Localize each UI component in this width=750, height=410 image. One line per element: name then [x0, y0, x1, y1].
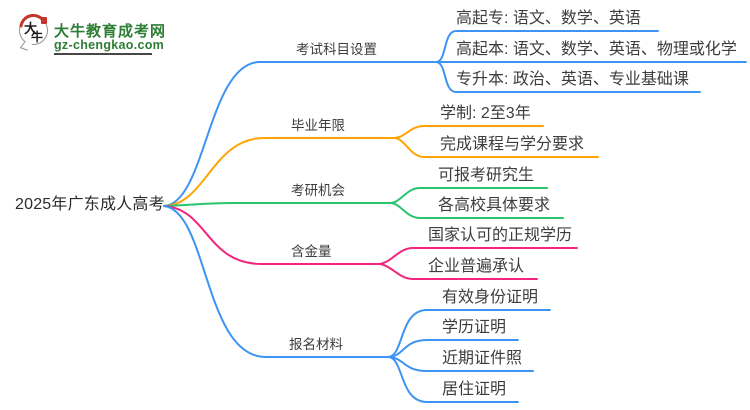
child-label-gaoqizhuan-subjects: 高起专: 语文、数学、英语 [456, 10, 641, 27]
child-label-study-length: 学制: 2至3年 [440, 105, 531, 122]
child-label-id-proof: 有效身份证明 [442, 289, 539, 306]
child-label-gaoqiben-subjects: 高起本: 语文、数学、英语、物理或化学 [456, 41, 737, 58]
logo-site-domain: gz-chengkao.com [54, 38, 165, 52]
branch-lines-registration-materials [163, 205, 551, 403]
logo-icon-char-da: 大 [24, 21, 38, 36]
branch-lines-exam-subjects [163, 30, 747, 207]
branch-label-recognition-value: 含金量 [291, 244, 332, 259]
child-label-employer-recognized: 企业普遍承认 [428, 258, 525, 275]
logo-bubble-tail [19, 41, 33, 51]
branch-label-graduation-years: 毕业年限 [291, 118, 345, 133]
branch-label-exam-subjects: 考试科目设置 [296, 42, 377, 57]
logo-icon-char-niu: 牛 [31, 30, 44, 44]
child-label-residence-proof: 居住证明 [442, 381, 507, 398]
logo-bull-icon: 大 牛 [19, 14, 51, 51]
branch-label-registration-materials: 报名材料 [289, 337, 343, 352]
branch-lines-postgrad-opportunity [163, 187, 564, 219]
logo-seal-icon [41, 17, 47, 24]
branch-lines-graduation-years [163, 125, 599, 207]
logo-site-name: 大牛教育成考网 [54, 23, 167, 40]
child-label-credit-requirements: 完成课程与学分要求 [440, 136, 585, 153]
child-label-state-recognized: 国家认可的正规学历 [428, 227, 573, 244]
logo-underline [54, 53, 152, 55]
child-label-university-requirements: 各高校具体要求 [438, 197, 551, 214]
branch-label-postgrad-opportunity: 考研机会 [291, 183, 345, 198]
site-logo: 大 牛 大牛教育成考网 gz-chengkao.com [18, 12, 178, 60]
child-label-can-apply-postgrad: 可报考研究生 [438, 167, 535, 184]
child-label-education-proof: 学历证明 [442, 319, 507, 336]
child-label-recent-photo: 近期证件照 [442, 350, 523, 367]
child-label-zhuanshengben-subjects: 专升本: 政治、英语、专业基础课 [456, 71, 689, 88]
root-topic-label: 2025年广东成人高考 [15, 196, 165, 213]
logo-red-arc [19, 14, 45, 28]
branch-lines-recognition-value [163, 205, 578, 280]
